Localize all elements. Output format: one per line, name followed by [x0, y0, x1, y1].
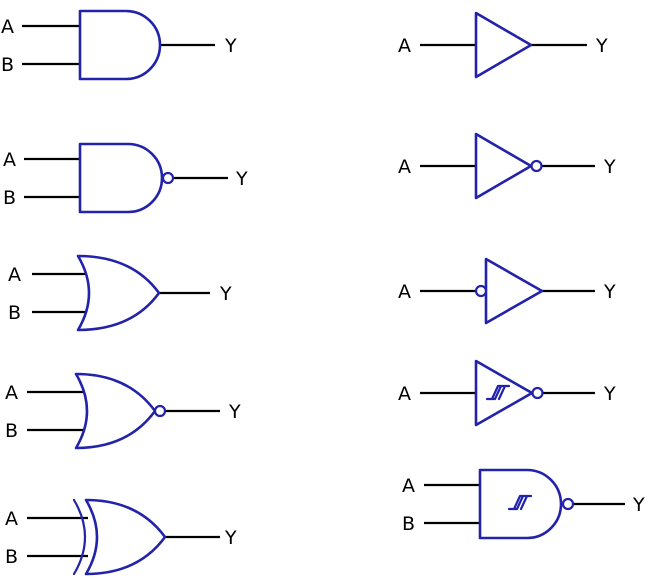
inverted-input-buffer-gate: A Y: [398, 257, 616, 325]
buffer-gate: A Y: [398, 11, 608, 79]
xor-gate-body: [84, 498, 167, 576]
schmitt-nand-label-y: Y: [632, 494, 645, 516]
nor-gate: A B Y: [5, 372, 241, 450]
not-gate-body: [474, 132, 533, 200]
buffer-label-a: A: [398, 35, 411, 57]
schmitt-not-label-y: Y: [603, 383, 616, 405]
nor-label-a: A: [5, 382, 18, 404]
nand-gate-body: [78, 142, 164, 214]
schmitt-nand-label-b: B: [402, 513, 415, 535]
xor-gate: A B Y: [5, 498, 237, 576]
schmitt-not-gate-body: [474, 359, 534, 427]
not-input-label-a: A: [398, 281, 411, 303]
not-input-inversion-bubble: [474, 284, 488, 298]
xor-label-b: B: [5, 546, 18, 568]
and-label-y: Y: [224, 35, 237, 57]
xor-label-a: A: [5, 508, 18, 530]
nor-gate-body: [74, 372, 157, 450]
schmitt-nand-hysteresis-icon: [507, 494, 533, 511]
nor-label-y: Y: [228, 401, 241, 423]
and-label-b: B: [1, 54, 14, 76]
or-gate: A B Y: [8, 254, 232, 332]
nor-label-b: B: [5, 420, 18, 442]
schmitt-not-inversion-bubble: [531, 386, 544, 400]
not-gate: A Y: [398, 132, 616, 200]
xor-extra-arc: [72, 498, 87, 576]
schmitt-nand-label-a: A: [402, 475, 415, 497]
not-input-label-y: Y: [603, 281, 616, 303]
schmitt-not-label-a: A: [398, 383, 411, 405]
schmitt-not-gate: A Y: [398, 359, 616, 427]
or-label-a: A: [8, 264, 21, 286]
and-gate-body: [78, 9, 162, 81]
schmitt-nand-inversion-bubble: [561, 497, 575, 511]
nand-label-a: A: [3, 149, 16, 171]
and-gate: A B Y: [1, 9, 237, 81]
schmitt-hysteresis-icon: [485, 384, 511, 401]
or-label-y: Y: [219, 283, 232, 305]
nand-label-y: Y: [235, 168, 248, 190]
not-label-y: Y: [603, 156, 616, 178]
schmitt-nand-gate: A B Y: [402, 468, 645, 540]
nand-inversion-bubble: [161, 171, 175, 185]
nand-gate: A B Y: [3, 142, 248, 214]
xor-label-y: Y: [224, 527, 237, 549]
nand-label-b: B: [3, 187, 16, 209]
or-label-b: B: [8, 302, 21, 324]
not-inversion-bubble: [530, 159, 543, 173]
nor-inversion-bubble: [153, 404, 167, 418]
or-gate-body: [76, 254, 161, 332]
not-input-gate-body: [484, 257, 544, 325]
not-label-a: A: [398, 156, 411, 178]
buffer-gate-body: [474, 11, 533, 79]
buffer-label-y: Y: [595, 35, 608, 57]
and-label-a: A: [1, 16, 14, 38]
